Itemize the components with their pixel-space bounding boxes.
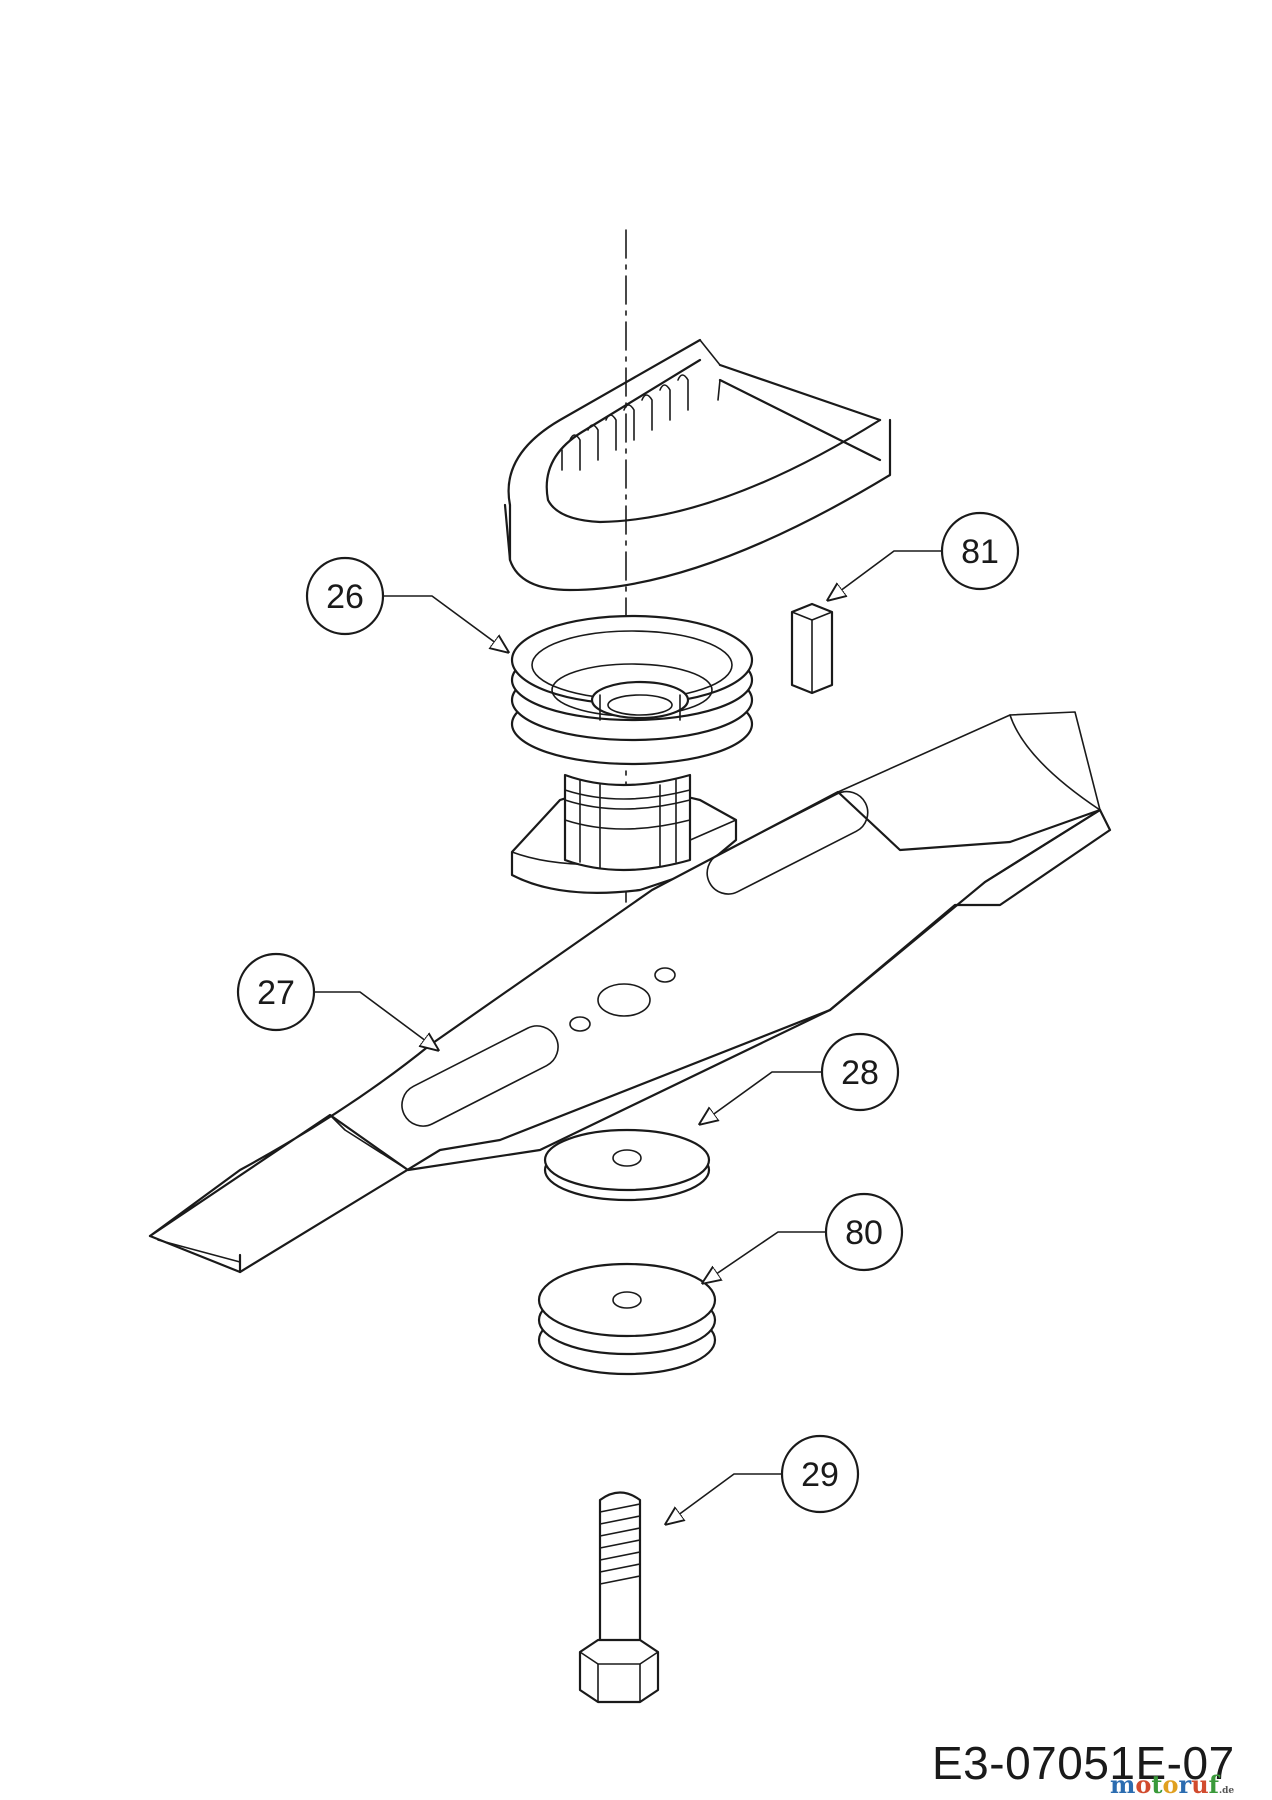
belt-teeth: [561, 374, 689, 471]
watermark-letter: m: [1110, 1770, 1136, 1799]
watermark-letter: o: [1162, 1770, 1179, 1799]
callout-26-label: 26: [326, 578, 364, 616]
callout-80: 80: [703, 1192, 904, 1283]
key-part: [790, 602, 834, 695]
callout-81-label: 81: [961, 533, 999, 571]
callout-28: 28: [700, 1032, 900, 1124]
callout-27-label: 27: [257, 974, 295, 1012]
callout-29-label: 29: [801, 1456, 839, 1494]
watermark-logo: motoruf.de: [1110, 1770, 1234, 1799]
callout-81: 81: [828, 511, 1020, 600]
bolt-part: [578, 1491, 660, 1704]
drawing-code: E3-07051E-07: [932, 1737, 1235, 1789]
washer-part: [543, 1128, 711, 1202]
watermark-suffix: .de: [1218, 1786, 1235, 1796]
blade-adapter-part: [510, 773, 738, 894]
callout-28-label: 28: [841, 1054, 879, 1092]
callout-29: 29: [666, 1434, 860, 1524]
blade-part: [148, 711, 1112, 1274]
drive-belt: [503, 338, 892, 592]
bushing-part: [537, 1262, 717, 1376]
callout-26: 26: [305, 556, 508, 652]
callout-27: 27: [236, 952, 438, 1050]
pulley-part: [510, 614, 754, 766]
watermark-text: motoruf: [1110, 1770, 1219, 1799]
watermark-letter: o: [1135, 1770, 1152, 1799]
watermark-letter: f: [1208, 1770, 1219, 1799]
watermark-letter: r: [1178, 1770, 1192, 1799]
watermark-letter: t: [1151, 1770, 1163, 1799]
watermark-letter: u: [1191, 1770, 1209, 1799]
callout-80-label: 80: [845, 1214, 883, 1252]
